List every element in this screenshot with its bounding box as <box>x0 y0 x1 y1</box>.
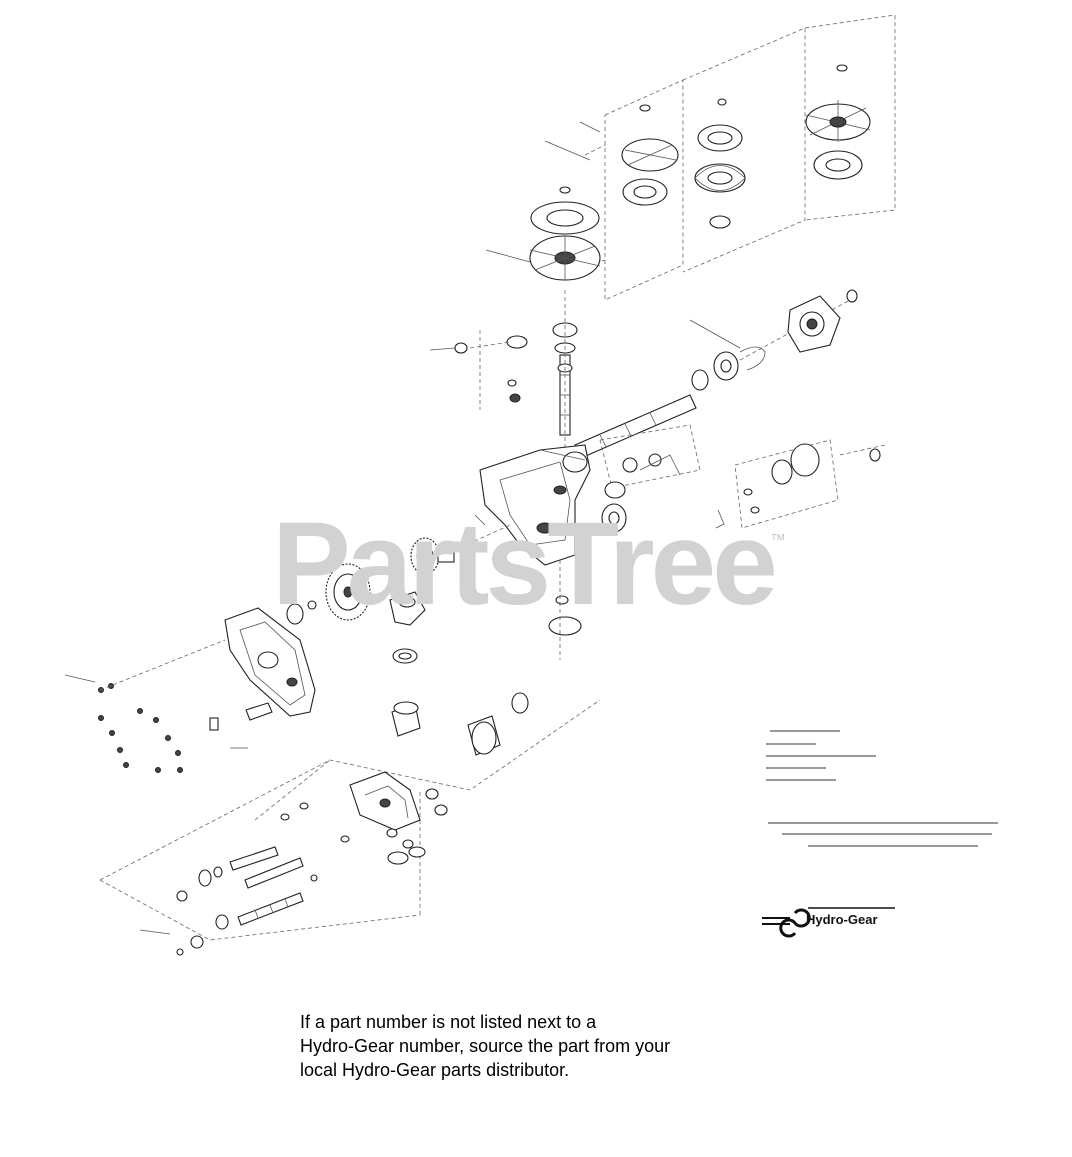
bypass-linkage <box>454 330 528 410</box>
note-line: local Hydro-Gear parts distributor. <box>300 1060 570 1080</box>
cylinder-block-motor <box>467 692 529 756</box>
cylinder-block-pump <box>391 701 421 737</box>
oil-seal <box>392 648 418 664</box>
pump-shaft <box>198 846 304 889</box>
side-cover <box>224 607 316 717</box>
brake-assembly <box>715 439 886 529</box>
note-line: If a part number is not listed next to a <box>300 1012 597 1032</box>
note-line: Hydro-Gear number, source the part from … <box>300 1036 671 1056</box>
callout-leaders <box>64 121 741 935</box>
charge-pump-frame <box>99 699 601 941</box>
illegible-legend <box>766 730 998 847</box>
main-housing <box>479 444 591 566</box>
control-arm-assembly <box>599 424 701 499</box>
partstree-watermark: PartsTree <box>272 498 778 630</box>
pinion-gear <box>410 524 511 575</box>
center-block <box>349 771 448 831</box>
cover-bolts <box>98 639 226 773</box>
fan-pulley-option-b <box>694 98 746 229</box>
magnet-bracket <box>209 702 273 731</box>
center-section <box>286 591 426 626</box>
motor-shaft <box>176 874 318 956</box>
reduction-gear-large <box>325 563 371 621</box>
sourcing-note: If a part number is not listed next to a… <box>300 1010 760 1082</box>
fan-pulley-option-a <box>621 104 679 206</box>
hub-flange <box>787 289 858 353</box>
trademark-symbol: ™ <box>770 532 786 549</box>
cooling-fan <box>529 186 601 281</box>
bearing <box>548 503 627 660</box>
relief-valves <box>280 802 426 865</box>
hydro-gear-brand-name: Hydro-Gear <box>806 912 878 927</box>
fan-pulley-option-c <box>805 64 871 180</box>
axle-shaft <box>574 299 851 459</box>
input-shaft <box>552 290 578 450</box>
hydro-gear-logo-icon <box>762 907 895 938</box>
